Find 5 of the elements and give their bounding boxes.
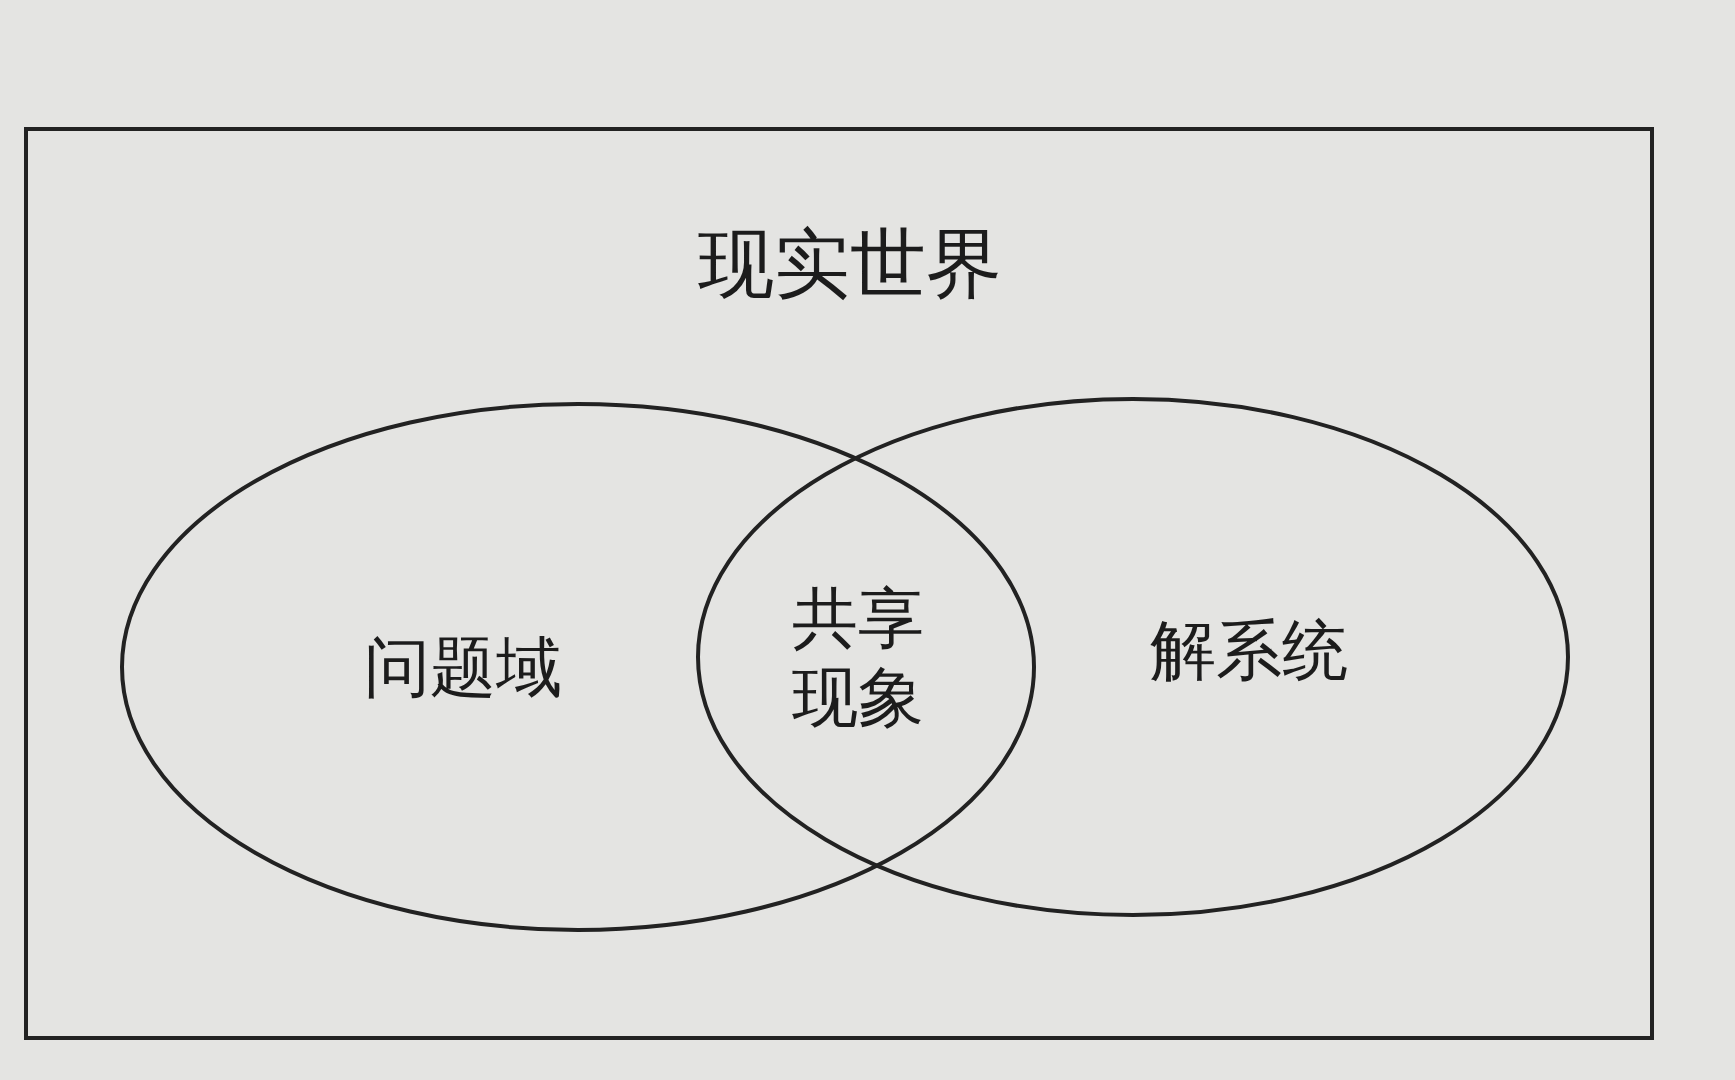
overlap-label: 共享现象 <box>792 578 924 738</box>
frame-box <box>24 127 1654 1040</box>
set-label: 问题域 <box>364 631 562 705</box>
set-label: 解系统 <box>1150 614 1348 688</box>
diagram-heading: 现实世界 <box>698 222 1002 306</box>
